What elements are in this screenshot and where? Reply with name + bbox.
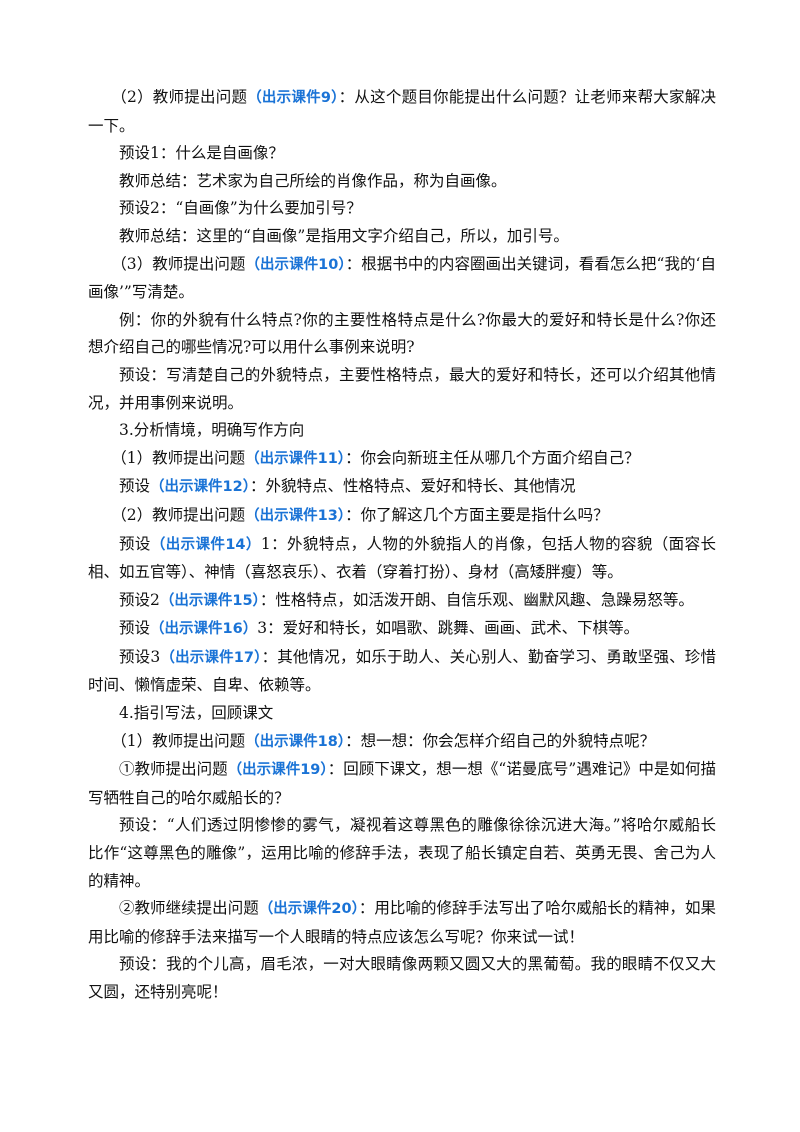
paragraph-text: （2）教师提出问题 — [111, 88, 248, 106]
lesson-plan-body: （2）教师提出问题（出示课件9）：从这个题目你能提出什么问题？让老师来帮大家解决… — [88, 84, 716, 1007]
paragraph-text: 预设 — [119, 619, 151, 638]
paragraph-text: ②教师继续提出问题 — [119, 899, 259, 918]
paragraph: 预设：写清楚自己的外貌特点，主要性格特点，最大的爱好和特长，还可以介绍其他情况，… — [88, 362, 716, 417]
slide-reference: （出示课件11） — [245, 450, 346, 467]
slide-reference: （出示课件18） — [245, 733, 346, 750]
paragraph: （1）教师提出问题（出示课件18）：想一想：你会怎样介绍自己的外貌特点呢？ — [88, 728, 716, 757]
paragraph-text: 预设2 — [119, 590, 160, 609]
paragraph-text: ：你会向新班主任从哪几个方面介绍自己？ — [345, 448, 640, 467]
slide-reference: （出示课件9） — [247, 90, 339, 106]
slide-reference: （出示课件12） — [150, 479, 250, 496]
paragraph-text: 预设2：“自画像”为什么要加引号？ — [119, 199, 362, 218]
paragraph-text: ：外貌特点、性格特点、爱好和特长、其他情况 — [249, 477, 576, 496]
paragraph-text: ①教师提出问题 — [119, 760, 228, 779]
slide-reference: （出示课件10） — [245, 256, 346, 273]
paragraph-text: （1）教师提出问题 — [111, 448, 246, 467]
paragraph-text: 预设3 — [119, 647, 161, 666]
paragraph: 预设：“人们透过阴惨惨的雾气，凝视着这尊黑色的雕像徐徐沉进大海。”将哈尔威船长比… — [88, 812, 716, 895]
paragraph-text: 预设 — [119, 477, 151, 496]
paragraph: ②教师继续提出问题（出示课件20）：用比喻的修辞手法写出了哈尔威船长的精神，如果… — [88, 895, 716, 951]
paragraph-text: 教师总结：这里的“自画像”是指用文字介绍自己，所以，加引号。 — [119, 226, 569, 245]
paragraph: 教师总结：艺术家为自己所绘的肖像作品，称为自画像。 — [88, 168, 716, 196]
paragraph: 例：你的外貌有什么特点?你的主要性格特点是什么?你最大的爱好和特长是什么?你还想… — [88, 307, 716, 362]
paragraph-text: 4.指引写法，回顾课文 — [119, 704, 274, 723]
paragraph-text: （3）教师提出问题 — [111, 254, 246, 273]
paragraph-text: ：你了解这几个方面主要是指什么吗？ — [345, 505, 609, 524]
paragraph-text: 1：外貌特点，人物的外貌指人的肖像，包括人物的容貌（面容长相、如五官等）、神情（… — [88, 534, 716, 582]
paragraph-text: 预设1：什么是自画像？ — [119, 144, 284, 163]
paragraph: （2）教师提出问题（出示课件9）：从这个题目你能提出什么问题？让老师来帮大家解决… — [88, 84, 716, 140]
paragraph-text: 3：爱好和特长，如唱歌、跳舞、画画、武术、下棋等。 — [257, 619, 640, 638]
paragraph-text: 预设：我的个儿高，眉毛浓，一对大眼睛像两颗又圆又大的黑葡萄。我的眼睛不仅又大又圆… — [88, 955, 716, 1001]
paragraph: 预设2（出示课件15）：性格特点，如活泼开朗、自信乐观、幽默风趣、急躁易怒等。 — [88, 587, 716, 616]
slide-reference: （出示课件14） — [150, 536, 261, 553]
paragraph-text: 预设：写清楚自己的外貌特点，主要性格特点，最大的爱好和特长，还可以介绍其他情况，… — [88, 365, 716, 412]
paragraph-text: 教师总结：艺术家为自己所绘的肖像作品，称为自画像。 — [119, 171, 507, 190]
paragraph: （1）教师提出问题（出示课件11）：你会向新班主任从哪几个方面介绍自己？ — [88, 445, 716, 474]
paragraph: 预设（出示课件16）3：爱好和特长，如唱歌、跳舞、画画、武术、下棋等。 — [88, 615, 716, 644]
paragraph: （2）教师提出问题（出示课件13）：你了解这几个方面主要是指什么吗？ — [88, 502, 716, 531]
paragraph: 预设：我的个儿高，眉毛浓，一对大眼睛像两颗又圆又大的黑葡萄。我的眼睛不仅又大又圆… — [88, 951, 716, 1006]
paragraph: 预设2：“自画像”为什么要加引号？ — [88, 195, 716, 223]
paragraph-text: ：想一想：你会怎样介绍自己的外貌特点呢？ — [345, 731, 656, 750]
paragraph: 预设（出示课件14）1：外貌特点，人物的外貌指人的肖像，包括人物的容貌（面容长相… — [88, 531, 716, 587]
paragraph: （3）教师提出问题（出示课件10）：根据书中的内容圈画出关键词，看看怎么把“我的… — [88, 251, 716, 307]
paragraph-text: 3.分析情境，明确写作方向 — [119, 421, 305, 440]
slide-reference: （出示课件16） — [150, 621, 258, 638]
slide-reference: （出示课件15） — [159, 592, 260, 609]
paragraph: 4.指引写法，回顾课文 — [88, 700, 716, 728]
slide-reference: （出示课件13） — [245, 507, 346, 524]
paragraph: 教师总结：这里的“自画像”是指用文字介绍自己，所以，加引号。 — [88, 223, 716, 251]
paragraph-text: （2）教师提出问题 — [111, 505, 246, 524]
paragraph: 预设（出示课件12）：外貌特点、性格特点、爱好和特长、其他情况 — [88, 473, 716, 502]
paragraph: ①教师提出问题（出示课件19）：回顾下课文，想一想《“诺曼底号”遇难记》中是如何… — [88, 756, 716, 812]
paragraph: 预设1：什么是自画像？ — [88, 140, 716, 168]
paragraph-text: 预设：“人们透过阴惨惨的雾气，凝视着这尊黑色的雕像徐徐沉进大海。”将哈尔威船长比… — [88, 816, 716, 890]
paragraph-text: ：从这个题目你能提出什么问题？让老师来帮大家解决一下。 — [88, 88, 716, 135]
paragraph-text: 例：你的外貌有什么特点?你的主要性格特点是什么?你最大的爱好和特长是什么?你还想… — [88, 310, 716, 357]
slide-reference: （出示课件19） — [227, 762, 328, 779]
paragraph-text: ：回顾下课文，想一想《“诺曼底号”遇难记》中是如何描写牺牲自己的哈尔威船长的？ — [88, 760, 716, 807]
paragraph-text: ：根据书中的内容圈画出关键词，看看怎么把“我的‘自画像’”写清楚。 — [88, 254, 716, 302]
slide-reference: （出示课件17） — [160, 649, 262, 666]
paragraph-text: 预设 — [119, 534, 151, 553]
paragraph-text: ：其他情况，如乐于助人、关心别人、勤奋学习、勇敢坚强、珍惜时间、懒惰虚荣、自卑、… — [88, 647, 716, 695]
paragraph-text: （1）教师提出问题 — [111, 731, 246, 750]
paragraph: 预设3（出示课件17）：其他情况，如乐于助人、关心别人、勤奋学习、勇敢坚强、珍惜… — [88, 644, 716, 700]
paragraph-text: ：性格特点，如活泼开朗、自信乐观、幽默风趣、急躁易怒等。 — [259, 590, 694, 609]
paragraph: 3.分析情境，明确写作方向 — [88, 417, 716, 445]
paragraph-text: ：用比喻的修辞手法写出了哈尔威船长的精神，如果用比喻的修辞手法来描写一个人眼睛的… — [88, 899, 716, 946]
slide-reference: （出示课件20） — [258, 901, 359, 918]
